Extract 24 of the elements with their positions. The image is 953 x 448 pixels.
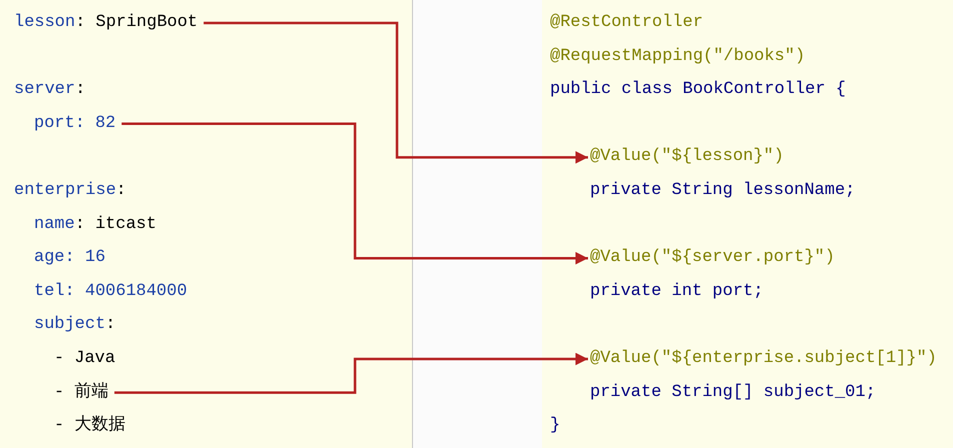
code-line: } — [550, 416, 560, 436]
code-line: age: 16 — [34, 248, 106, 268]
arrow — [122, 122, 588, 264]
code-line: name: itcast — [34, 214, 156, 235]
code-line: - 前端 — [54, 382, 108, 403]
code-line: private int port; — [590, 282, 764, 302]
code-line: server: — [14, 80, 86, 100]
code-line: @RestController — [550, 13, 704, 33]
code-line: @RequestMapping("/books") — [550, 46, 806, 67]
code-line: enterprise: — [14, 181, 126, 201]
code-line: public class BookController { — [550, 80, 846, 100]
code-line: @Value("${lesson}") — [590, 147, 784, 168]
code-line: port: 82 — [34, 114, 116, 134]
code-line: - Java — [54, 349, 116, 369]
arrow — [114, 352, 588, 394]
code-line: @Value("${enterprise.subject[1]}") — [590, 349, 937, 369]
code-line: lesson: SpringBoot — [14, 13, 198, 33]
code-line: tel: 4006184000 — [34, 282, 188, 302]
arrow — [204, 22, 588, 164]
code-line: private String[] subject_01; — [590, 382, 876, 403]
code-line: @Value("${server.port}") — [590, 248, 835, 268]
code-line: subject: — [34, 315, 116, 336]
code-line: private String lessonName; — [590, 181, 856, 201]
code-line: - 大数据 — [54, 416, 126, 436]
